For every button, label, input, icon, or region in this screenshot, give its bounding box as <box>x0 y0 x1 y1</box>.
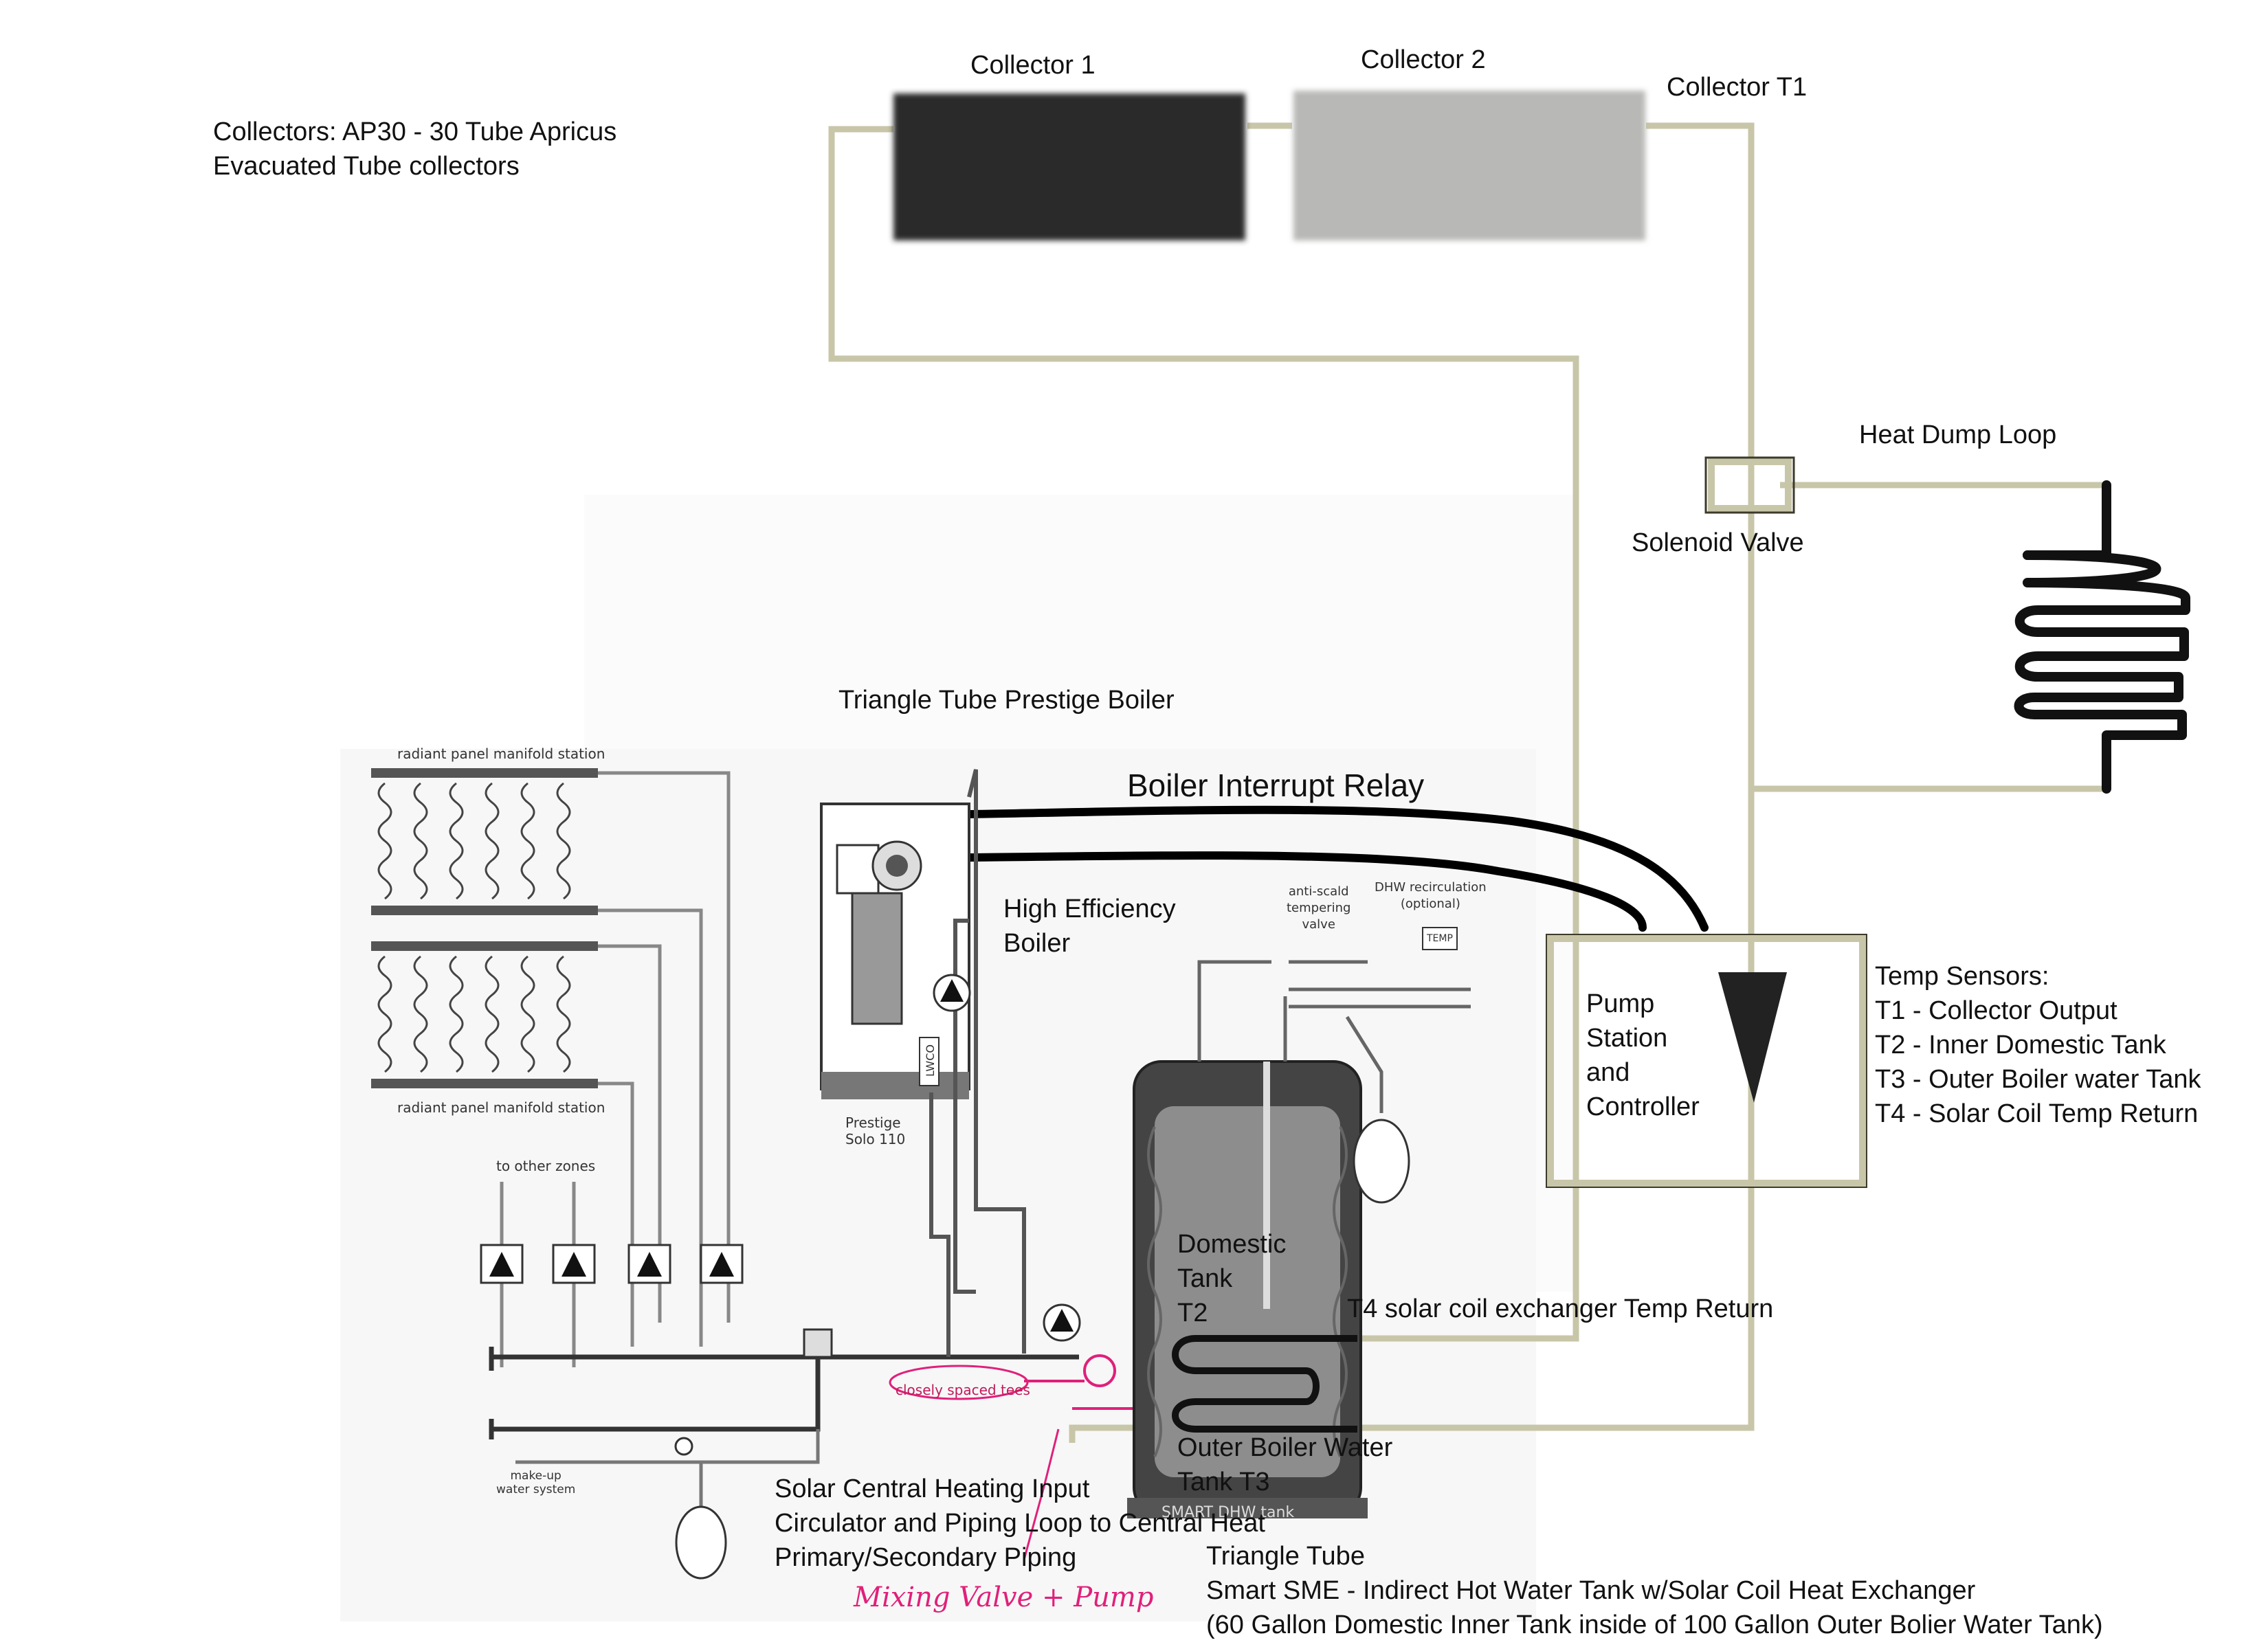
tank-info-line-2: Smart SME - Indirect Hot Water Tank w/So… <box>1206 1576 1976 1605</box>
t4-return-label: T4 solar coil exchanger Temp Return <box>1347 1294 1774 1323</box>
domestic-line-2: Tank <box>1177 1264 1233 1293</box>
pressure-gauge <box>674 1437 693 1456</box>
antiscald-valve-label: anti-scald tempering valve <box>1287 884 1350 933</box>
solar-coil-exchanger <box>1172 1335 1357 1433</box>
solar-input-line-3: Primary/Secondary Piping <box>775 1543 1077 1572</box>
recirc-line-2: (optional) <box>1400 897 1460 911</box>
other-zones-label: to other zones <box>496 1158 596 1174</box>
boiler-unit <box>820 803 970 1099</box>
makeup-line-2: water system <box>496 1483 576 1496</box>
tank-info-label: Triangle Tube Smart SME - Indirect Hot W… <box>1206 1539 2103 1642</box>
outer-line-1: Outer Boiler Water <box>1177 1433 1393 1462</box>
pump-station-label: Pump Station and Controller <box>1586 987 1700 1124</box>
efficiency-line-1: High Efficiency <box>1003 895 1176 923</box>
recirc-line-1: DHW recirculation <box>1375 880 1487 895</box>
air-separator <box>803 1328 833 1358</box>
temp-sensor-t3: T3 - Outer Boiler water Tank <box>1875 1065 2201 1094</box>
outer-tank-label: Outer Boiler Water Tank T3 <box>1177 1431 1392 1499</box>
antiscald-line-2: tempering <box>1287 901 1351 915</box>
pump-station-box <box>1546 934 1867 1188</box>
tank-brand-label: SMART DHW tank <box>1161 1504 1295 1521</box>
collector-1-label: Collector 1 <box>970 51 1096 80</box>
collectors-note: Collectors: AP30 - 30 Tube Apricus Evacu… <box>213 115 616 183</box>
pump-station-line-4: Controller <box>1586 1092 1700 1121</box>
manifold-bottom-label: radiant panel manifold station <box>397 1099 605 1116</box>
collector-2 <box>1293 91 1645 240</box>
solar-loop-piping <box>828 122 2106 1443</box>
model-line-1: Prestige <box>845 1114 901 1131</box>
mixing-valve-pointer <box>1023 1428 1060 1560</box>
solar-input-line-1: Solar Central Heating Input <box>775 1474 1090 1503</box>
solar-input-line-2: Circulator and Piping Loop to Central He… <box>775 1509 1265 1538</box>
pump-station-line-3: and <box>1586 1058 1630 1087</box>
high-efficiency-label: High Efficiency Boiler <box>1003 892 1176 961</box>
solenoid-valve-label: Solenoid Valve <box>1632 528 1804 557</box>
dhw-top-piping <box>1197 960 1471 1113</box>
collector-2-label: Collector 2 <box>1361 45 1486 74</box>
boiler-circulator-arrow <box>940 979 964 1002</box>
makeup-line-1: make-up <box>510 1469 562 1483</box>
dhw-temp-box <box>1422 927 1458 950</box>
collector-t1-label: Collector T1 <box>1667 73 1808 102</box>
domestic-line-3: T2 <box>1177 1299 1208 1327</box>
lwco-label: LWCO <box>924 1044 937 1077</box>
relay-label: Boiler Interrupt Relay <box>1127 767 1425 803</box>
temp-sensor-t1: T1 - Collector Output <box>1875 996 2117 1025</box>
radiant-manifold-top <box>371 768 598 915</box>
tank-info-line-1: Triangle Tube <box>1206 1542 1365 1571</box>
expansion-tank-left <box>675 1505 727 1580</box>
pump-station-line-2: Station <box>1586 1024 1668 1053</box>
efficiency-line-2: Boiler <box>1003 929 1071 958</box>
expansion-tank-right <box>1353 1119 1410 1204</box>
collector-return-pipe <box>1069 122 1755 1443</box>
tees-callout <box>889 1365 1029 1400</box>
temp-sensor-t2: T2 - Inner Domestic Tank <box>1875 1031 2166 1059</box>
outer-line-2: Tank T3 <box>1177 1468 1270 1496</box>
dhw-circulator-arrow <box>1050 1309 1074 1332</box>
lwco-device <box>919 1037 940 1086</box>
closely-spaced-tees-label: closely spaced tees <box>896 1382 1030 1398</box>
pump-station-outline <box>1546 934 1867 1188</box>
model-line-2: Solo 110 <box>845 1131 906 1147</box>
collector-supply-pipe <box>828 126 1579 1342</box>
relay-wires <box>965 805 1709 932</box>
tank-info-line-3: (60 Gallon Domestic Inner Tank inside of… <box>1206 1611 2103 1639</box>
domestic-line-1: Domestic <box>1177 1230 1287 1259</box>
radiant-manifold-bottom <box>371 941 598 1088</box>
antiscald-line-3: valve <box>1302 917 1335 932</box>
t2-sensor-well <box>1263 1062 1270 1309</box>
boiler-title: Triangle Tube Prestige Boiler <box>838 686 1175 715</box>
solenoid-valve-outline <box>1704 456 1795 514</box>
solenoid-valve <box>1708 458 1792 512</box>
temp-sensor-t4: T4 - Solar Coil Temp Return <box>1875 1099 2199 1128</box>
mixing-valve-note: Mixing Valve + Pump <box>854 1582 1154 1613</box>
solar-input-circulator <box>1083 1354 1116 1387</box>
temp-sensors-title: Temp Sensors: <box>1875 962 2049 991</box>
solar-input-label: Solar Central Heating Input Circulator a… <box>775 1472 1265 1575</box>
makeup-water-label: make-up water system <box>496 1469 575 1496</box>
dhw-temp-box-label: TEMP <box>1427 933 1453 944</box>
collectors-note-line-2: Evacuated Tube collectors <box>213 152 520 181</box>
heat-dump-title: Heat Dump Loop <box>1859 420 2057 449</box>
temp-sensors-legend: Temp Sensors: T1 - Collector Output T2 -… <box>1875 959 2201 1131</box>
flow-direction-arrow <box>1718 972 1787 1103</box>
heat-dump-coil <box>2014 480 2190 794</box>
zone-circulators <box>480 1244 744 1284</box>
collectors-note-line-1: Collectors: AP30 - 30 Tube Apricus <box>213 117 617 146</box>
pump-station-line-1: Pump <box>1586 989 1655 1018</box>
boiler-piping <box>929 769 1026 1357</box>
boiler-model-label: Prestige Solo 110 <box>845 1114 905 1147</box>
domestic-tank-label: Domestic Tank T2 <box>1177 1227 1286 1330</box>
dhw-recirc-label: DHW recirculation (optional) <box>1375 879 1487 912</box>
antiscald-line-1: anti-scald <box>1288 884 1349 899</box>
collector-1 <box>893 93 1245 240</box>
manifold-top-label: radiant panel manifold station <box>397 745 605 762</box>
